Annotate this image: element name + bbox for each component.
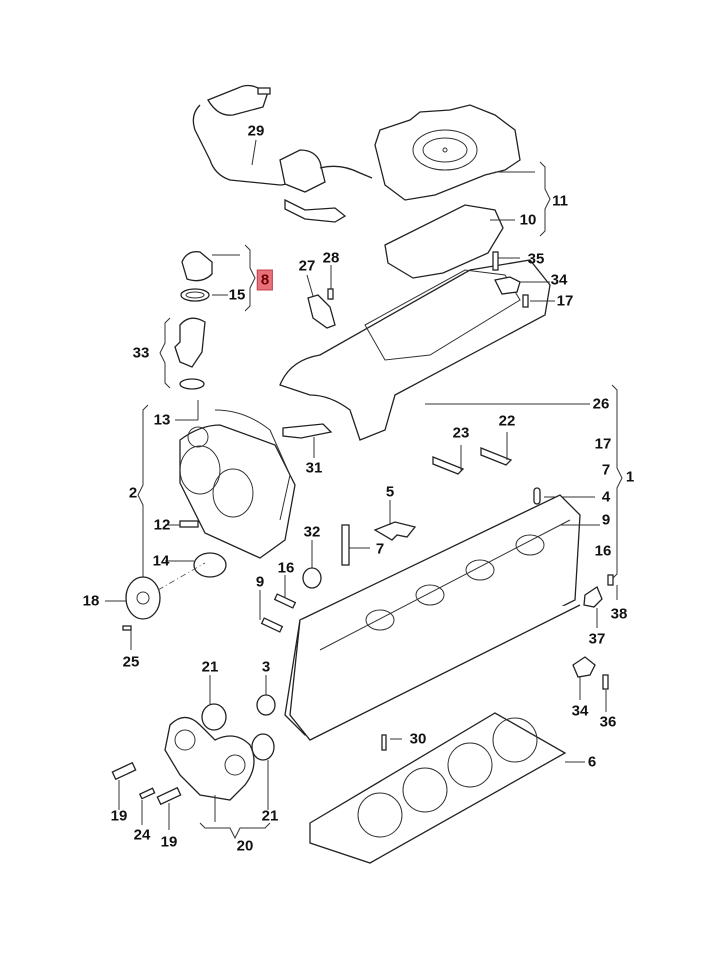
callout-10[interactable]: 10 — [519, 211, 537, 229]
callout-17-bracket[interactable]: 17 — [594, 435, 612, 453]
callout-15[interactable]: 15 — [228, 286, 246, 304]
callout-11[interactable]: 11 — [552, 192, 568, 210]
callout-16-bracket[interactable]: 16 — [594, 542, 612, 560]
callout-22[interactable]: 22 — [498, 412, 516, 430]
callout-18[interactable]: 18 — [82, 592, 100, 610]
callout-34-top[interactable]: 34 — [550, 271, 568, 289]
callout-24[interactable]: 24 — [133, 826, 151, 844]
camshaft-sensor-top-drawing — [492, 251, 555, 308]
callout-1[interactable]: 1 — [625, 468, 635, 486]
studs-drawing — [259, 575, 297, 633]
sensors-right-drawing — [572, 574, 618, 712]
callout-4[interactable]: 4 — [601, 488, 611, 506]
callout-17-top[interactable]: 17 — [556, 292, 574, 310]
oil-separator-drawing — [374, 104, 551, 237]
callout-28[interactable]: 28 — [322, 249, 340, 267]
callout-2[interactable]: 2 — [128, 484, 138, 502]
callout-30[interactable]: 30 — [409, 730, 427, 748]
callout-12[interactable]: 12 — [153, 516, 171, 534]
callout-37[interactable]: 37 — [588, 630, 606, 648]
oil-separator-gasket-drawing — [384, 204, 515, 279]
callout-5[interactable]: 5 — [385, 483, 395, 501]
callout-25[interactable]: 25 — [122, 653, 140, 671]
pressure-valve-drawing — [306, 265, 336, 329]
oil-filler-drawing — [159, 244, 256, 420]
callout-14[interactable]: 14 — [152, 552, 170, 570]
sealant-tubes-drawing — [282, 423, 513, 475]
callout-26[interactable]: 26 — [592, 395, 610, 413]
callout-38[interactable]: 38 — [610, 605, 628, 623]
callout-33[interactable]: 33 — [132, 344, 150, 362]
small-parts-drawing — [302, 500, 417, 589]
plugs-orings-drawing — [201, 675, 276, 810]
callout-16[interactable]: 16 — [277, 559, 295, 577]
callout-13[interactable]: 13 — [153, 411, 171, 429]
callout-6[interactable]: 6 — [587, 753, 597, 771]
callout-29[interactable]: 29 — [247, 122, 265, 140]
cylinder-head-gasket-drawing — [309, 712, 585, 864]
callout-9[interactable]: 9 — [255, 573, 265, 591]
cylinder-head-drawing — [284, 494, 600, 741]
callout-19-left[interactable]: 19 — [110, 807, 128, 825]
callout-27[interactable]: 27 — [298, 257, 316, 275]
callout-35[interactable]: 35 — [527, 250, 545, 268]
camshaft-cover-drawing — [137, 404, 296, 586]
callout-31[interactable]: 31 — [305, 459, 323, 477]
callout-36[interactable]: 36 — [599, 713, 617, 731]
callout-20[interactable]: 20 — [236, 837, 254, 855]
camshaft-housing-cover-drawing — [111, 716, 271, 840]
callout-8-highlighted[interactable]: 8 — [256, 269, 274, 291]
callout-7[interactable]: 7 — [375, 540, 385, 558]
callout-21-bottom[interactable]: 21 — [261, 807, 279, 825]
callout-3[interactable]: 3 — [261, 658, 271, 676]
callout-21-top[interactable]: 21 — [201, 658, 219, 676]
callout-23[interactable]: 23 — [452, 424, 470, 442]
callout-7-bracket[interactable]: 7 — [601, 461, 611, 479]
breather-hose-drawing — [192, 84, 373, 223]
cover-flange-drawing — [105, 562, 206, 650]
cylinder-head-cover-drawing — [279, 259, 590, 441]
callout-34-bottom[interactable]: 34 — [571, 702, 589, 720]
callout-32[interactable]: 32 — [303, 523, 321, 541]
callout-19-right[interactable]: 19 — [160, 833, 178, 851]
callout-9-bracket[interactable]: 9 — [601, 511, 611, 529]
